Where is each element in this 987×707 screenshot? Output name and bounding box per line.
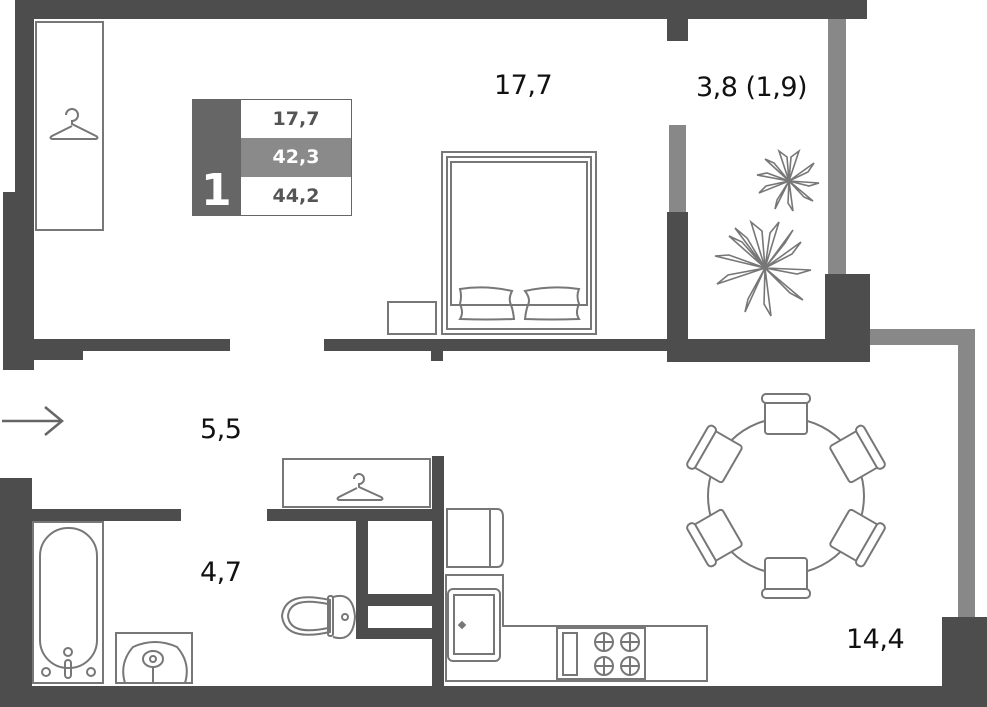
entrance-arrow-icon (2, 406, 64, 436)
kitchen-counter (445, 574, 708, 682)
pillow (458, 286, 516, 321)
washbasin (115, 632, 193, 684)
balcony-area-label: 3,8 (1,9) (696, 72, 808, 103)
hallway-area-label: 5,5 (200, 414, 242, 445)
hall-wardrobe (282, 458, 431, 508)
bathroom-area-label: 4,7 (200, 557, 242, 588)
area-badge: 1 17,7 42,3 44,2 (192, 99, 352, 216)
room-count-value: 1 (201, 165, 232, 216)
stove (556, 627, 646, 680)
kitchen-area-label: 14,4 (846, 624, 905, 655)
plant-small (756, 148, 820, 212)
double-bed (441, 151, 597, 335)
room-count: 1 (193, 100, 241, 215)
hanger-icon (49, 108, 99, 140)
pillow (523, 286, 581, 321)
fridge (446, 508, 504, 568)
chair (686, 508, 743, 568)
toilet (280, 595, 357, 639)
wardrobe (35, 21, 104, 231)
chair (829, 424, 886, 484)
chair (829, 508, 886, 568)
total-area-value: 44,2 (272, 184, 320, 207)
living-area-value: 17,7 (272, 108, 320, 131)
chair (761, 557, 811, 599)
nightstand (387, 301, 437, 335)
plant-large (714, 219, 812, 317)
furniture (32, 21, 886, 684)
bedroom-area-label: 17,7 (494, 70, 553, 101)
area-without-balcony-value: 42,3 (241, 138, 351, 177)
hanger-icon (336, 473, 384, 501)
bathtub (32, 521, 104, 684)
chair (761, 393, 811, 435)
windows (669, 19, 975, 617)
chair (686, 424, 743, 484)
dining-table (686, 393, 886, 599)
sink (447, 588, 501, 662)
